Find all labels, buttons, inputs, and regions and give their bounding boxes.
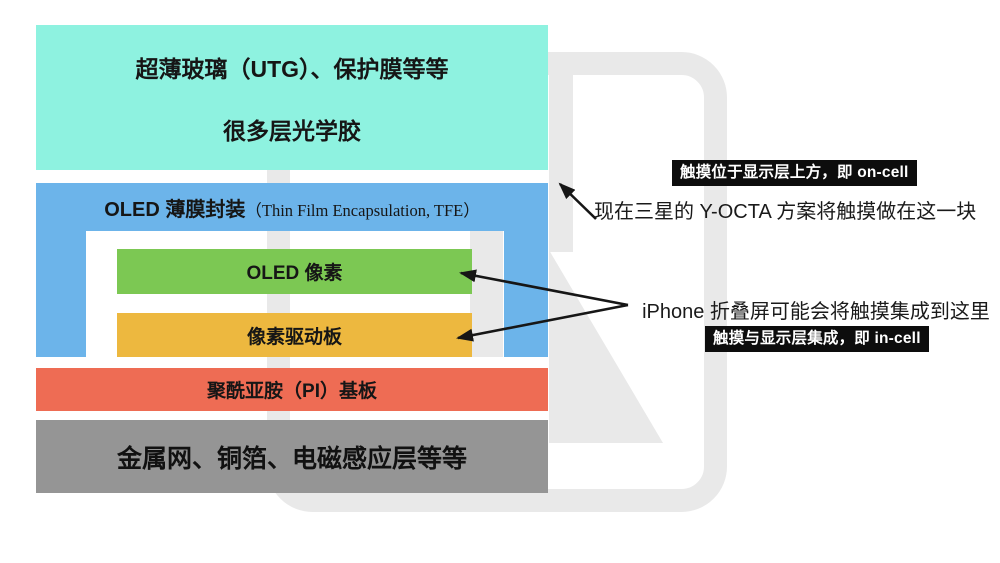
layer-pi-substrate: 聚酰亚胺（PI）基板 [36, 368, 548, 411]
layer-metal-mesh: 金属网、铜箔、电磁感应层等等 [36, 420, 548, 493]
metal-mesh-label: 金属网、铜箔、电磁感应层等等 [116, 444, 467, 473]
incell-badge: 触摸与显示层集成，即 in-cell [705, 326, 929, 352]
tfe-title-en: （Thin Film Encapsulation, TFE） [245, 200, 480, 220]
watermark-inner-band [470, 231, 503, 357]
watermark-vertical-strip [549, 52, 573, 252]
layer-tfe-frame-top: OLED 薄膜封装（Thin Film Encapsulation, TFE） [36, 183, 548, 231]
iphone-note: iPhone 折叠屏可能会将触摸集成到这里 [642, 301, 990, 323]
tfe-title-zh: OLED 薄膜封装 [104, 198, 246, 221]
layer-pixel-driver: 像素驱动板 [117, 313, 472, 357]
layer-tfe-frame-left [36, 231, 86, 357]
layer-oled-pixels: OLED 像素 [117, 249, 472, 294]
pi-substrate-label: 聚酰亚胺（PI）基板 [207, 381, 377, 402]
oled-pixels-label: OLED 像素 [246, 263, 343, 284]
watermark-triangle [549, 250, 663, 443]
utg-label-line2: 很多层光学胶 [223, 117, 361, 144]
utg-label-line1: 超薄玻璃（UTG）、保护膜等等 [135, 55, 449, 82]
pixel-driver-label: 像素驱动板 [246, 326, 342, 348]
layer-tfe-frame-right [504, 231, 548, 357]
tfe-title: OLED 薄膜封装（Thin Film Encapsulation, TFE） [104, 193, 479, 222]
layer-utg-cover: 超薄玻璃（UTG）、保护膜等等 很多层光学胶 [36, 25, 548, 170]
samsung-note: 现在三星的 Y-OCTA 方案将触摸做在这一块 [594, 201, 977, 223]
oncell-badge: 触摸位于显示层上方，即 on-cell [672, 160, 917, 186]
